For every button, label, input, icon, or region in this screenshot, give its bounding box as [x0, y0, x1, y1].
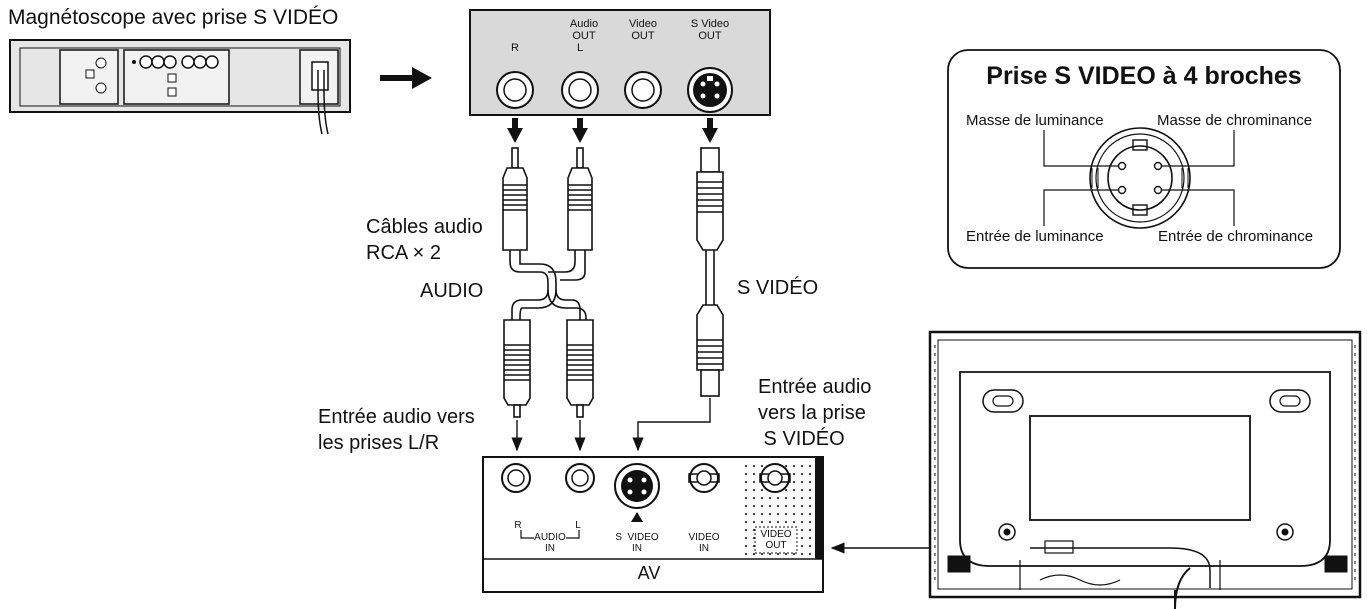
- av-l-label: L: [575, 520, 581, 531]
- av-r-label: R: [514, 520, 522, 531]
- svideo-cable: [696, 147, 724, 397]
- pinout-top-left: Masse de luminance: [966, 112, 1104, 129]
- tv-rear-view: [928, 330, 1362, 609]
- av-label: AV: [637, 563, 661, 583]
- vcr-output-panel: [469, 9, 771, 116]
- pinout-title: Prise S VIDEO à 4 broches: [986, 62, 1302, 90]
- pinout-bottom-right: Entrée de chrominance: [1158, 228, 1314, 245]
- svideo-pinout-diagram: [947, 49, 1341, 269]
- rca-cable-left: [502, 147, 557, 418]
- audio-out-label: Audio OUT: [569, 18, 599, 42]
- video-in-label: VIDEO IN: [688, 532, 720, 554]
- audio-cable-label: Câbles audio RCA × 2: [366, 216, 483, 264]
- av-input-panel: [482, 456, 824, 593]
- vcr-caption: Magnétoscope avec prise S VIDÉO: [8, 6, 339, 29]
- panel-down-arrows: [507, 118, 718, 143]
- s-video-in-label: S VIDEO IN: [615, 532, 659, 554]
- audio-label: AUDIO: [420, 280, 484, 302]
- video-out-label: VIDEO OUT: [760, 529, 792, 551]
- l-label: L: [576, 42, 584, 54]
- svideo-cable-label: S VIDÉO: [737, 277, 819, 299]
- pinout-bottom-left: Entrée de luminance: [966, 228, 1104, 245]
- vcr-device: [9, 39, 351, 135]
- rca-cable-right: [547, 147, 594, 418]
- s-video-out-label: S Video OUT: [690, 18, 730, 42]
- video-out-label: Video OUT: [629, 18, 657, 42]
- audio-input-lr-label: Entrée audio vers les prises L/R: [318, 406, 475, 454]
- audio-input-svideo-label: Entrée audio vers la prise S VIDÉO: [758, 376, 872, 450]
- connection-arrows: [511, 398, 948, 554]
- r-label: R: [511, 42, 519, 54]
- pinout-top-right: Masse de chrominance: [1157, 112, 1313, 129]
- big-arrow-icon: [380, 67, 432, 89]
- audio-in-label: AUDIO IN: [534, 532, 566, 554]
